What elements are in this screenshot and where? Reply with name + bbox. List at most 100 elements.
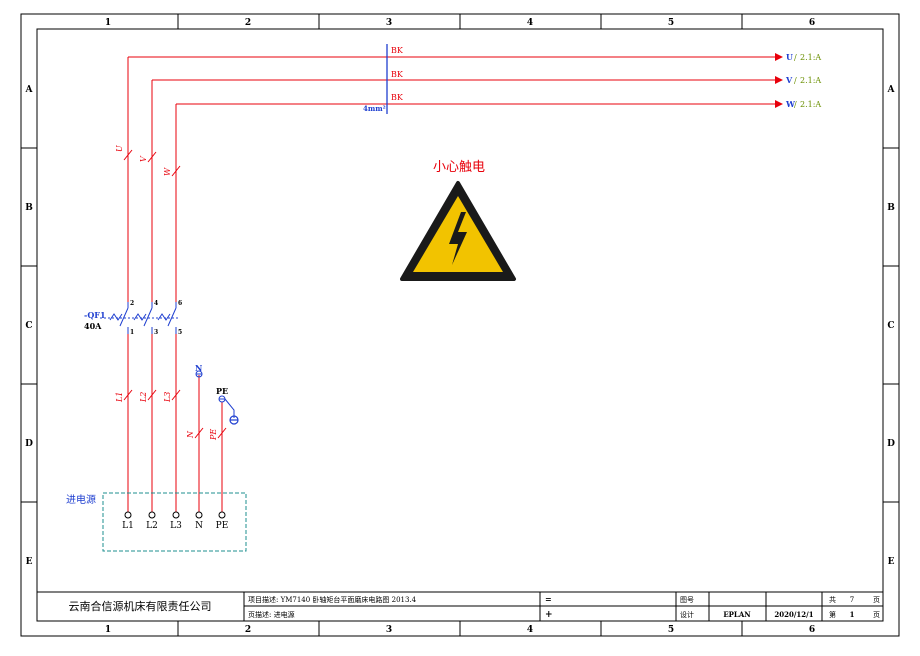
bus-wire-label: BK <box>391 46 404 55</box>
source-terminal-label: PE <box>216 521 229 531</box>
col-label-bottom: 6 <box>809 625 815 635</box>
wire-label-u: U <box>115 145 124 152</box>
bus-separator: / <box>794 100 797 109</box>
source-terminal-circle <box>148 511 156 519</box>
arrow-w <box>775 100 783 108</box>
total-pages-suffix: 页 <box>873 596 880 604</box>
col-label-top: 3 <box>386 18 392 28</box>
row-labels: A B C D E A B C D E <box>25 85 896 567</box>
col-label-top: 6 <box>809 18 815 28</box>
ground-lead <box>224 398 235 418</box>
breaker-terminal-top: 2 <box>130 300 134 307</box>
breaker-terminal-bottom: 5 <box>178 329 182 336</box>
row-label-right: A <box>887 85 896 95</box>
wire-label-l1: L1 <box>115 392 124 403</box>
bus-arrows <box>775 53 783 108</box>
pe-terminal[interactable]: PE <box>216 386 239 425</box>
drawing-number-label: 图号 <box>680 596 694 604</box>
col-label-bottom: 5 <box>668 625 674 635</box>
source-terminal-circle <box>124 511 132 519</box>
row-label-left: E <box>26 557 33 567</box>
lower-wire-labels: L1 L2 L3 N PE <box>115 392 218 441</box>
bus-separator: / <box>794 76 797 85</box>
breaker-terminal-bottom: 1 <box>130 329 134 336</box>
arrow-v <box>775 76 783 84</box>
total-pages-value: 7 <box>850 596 854 604</box>
neutral-terminal-tag: N <box>195 363 202 373</box>
breaker-tag: -QF1 <box>84 310 106 320</box>
wire-label-n: N <box>186 430 195 439</box>
bus-ref-label[interactable]: 2.1:A <box>800 100 821 109</box>
design-label: 设计 <box>680 610 694 619</box>
source-terminal-circle <box>172 511 180 519</box>
col-label-bottom: 4 <box>527 625 533 635</box>
cable-cross-section: 4mm² <box>363 104 386 113</box>
column-labels: 1 2 3 4 5 6 1 2 3 4 5 6 <box>105 18 815 635</box>
total-pages-prefix: 共 <box>829 595 836 604</box>
breaker-terminal-bottom: 3 <box>154 329 158 336</box>
bus-phase-label: V <box>785 75 793 85</box>
arrow-u <box>775 53 783 61</box>
plus-mark: + <box>545 610 553 620</box>
bus-wire-label: BK <box>391 70 404 79</box>
row-label-left: B <box>25 203 33 213</box>
page-description: 页描述: 进电源 <box>248 610 295 619</box>
bus-wire-label: BK <box>391 93 404 102</box>
row-label-right: C <box>887 321 894 331</box>
col-label-top: 5 <box>668 18 674 28</box>
upper-wire-labels: U V W <box>115 145 172 176</box>
row-label-right: E <box>888 557 895 567</box>
bus-references: U / 2.1:A V / 2.1:A W / 2.1:A <box>785 52 821 109</box>
lightning-bolt-icon <box>449 212 467 265</box>
page-number-suffix: 页 <box>873 611 880 619</box>
outer-frame <box>20 13 900 637</box>
page-number-value: 1 <box>850 610 855 619</box>
inner-frame <box>36 28 884 622</box>
column-dividers <box>177 14 743 636</box>
source-box-title: 进电源 <box>66 493 96 506</box>
row-label-left: C <box>25 321 32 331</box>
warning-title: 小心触电 <box>433 160 485 175</box>
wire-label-pe: PE <box>209 429 218 441</box>
company-name: 云南合信源机床有限责任公司 <box>69 599 212 613</box>
source-terminal-label: L1 <box>122 521 134 531</box>
wiring <box>123 56 775 512</box>
row-dividers <box>21 147 899 503</box>
circuit-breaker-qf1[interactable]: -QF1 40A 2 4 6 1 3 5 <box>84 300 182 336</box>
col-label-top: 1 <box>105 18 111 28</box>
power-source-box[interactable]: 进电源 L1 L2 L3 N PE <box>66 492 247 552</box>
row-label-left: D <box>25 439 33 449</box>
wire-label-v: V <box>139 155 148 162</box>
row-label-right: B <box>887 203 895 213</box>
warning-sign: 小心触电 <box>400 160 516 281</box>
page-number-prefix: 第 <box>829 610 836 619</box>
breaker-contact <box>143 307 153 327</box>
title-block: 云南合信源机床有限责任公司 项目描述: YM7140 卧轴矩台平面磨床电路图 2… <box>37 591 883 621</box>
row-label-left: A <box>25 85 34 95</box>
breaker-contact <box>119 307 129 327</box>
breaker-terminal-top: 4 <box>154 300 158 307</box>
date: 2020/12/1 <box>774 610 813 619</box>
neutral-terminal[interactable]: N <box>195 363 203 378</box>
source-terminal-circle <box>195 511 203 519</box>
eq-mark: = <box>545 594 552 604</box>
source-terminal-circle <box>218 511 226 519</box>
designer: EPLAN <box>723 610 751 619</box>
row-label-right: D <box>887 439 895 449</box>
breaker-contact <box>167 307 177 327</box>
source-terminal-label: L3 <box>170 521 182 531</box>
bus-ref-label[interactable]: 2.1:A <box>800 53 821 62</box>
pe-terminal-tag: PE <box>216 386 228 396</box>
col-label-top: 4 <box>527 18 533 28</box>
col-label-bottom: 2 <box>245 625 251 635</box>
bus-phase-label: U <box>786 52 793 62</box>
wire-label-l3: L3 <box>163 392 172 403</box>
source-box-outline <box>102 492 247 552</box>
project-description: 项目描述: YM7140 卧轴矩台平面磨床电路图 2013.4 <box>248 595 417 604</box>
bus-ref-label[interactable]: 2.1:A <box>800 76 821 85</box>
source-terminal-label: L2 <box>146 521 158 531</box>
source-terminal-label: N <box>195 521 203 531</box>
wire-label-w: W <box>163 167 172 176</box>
